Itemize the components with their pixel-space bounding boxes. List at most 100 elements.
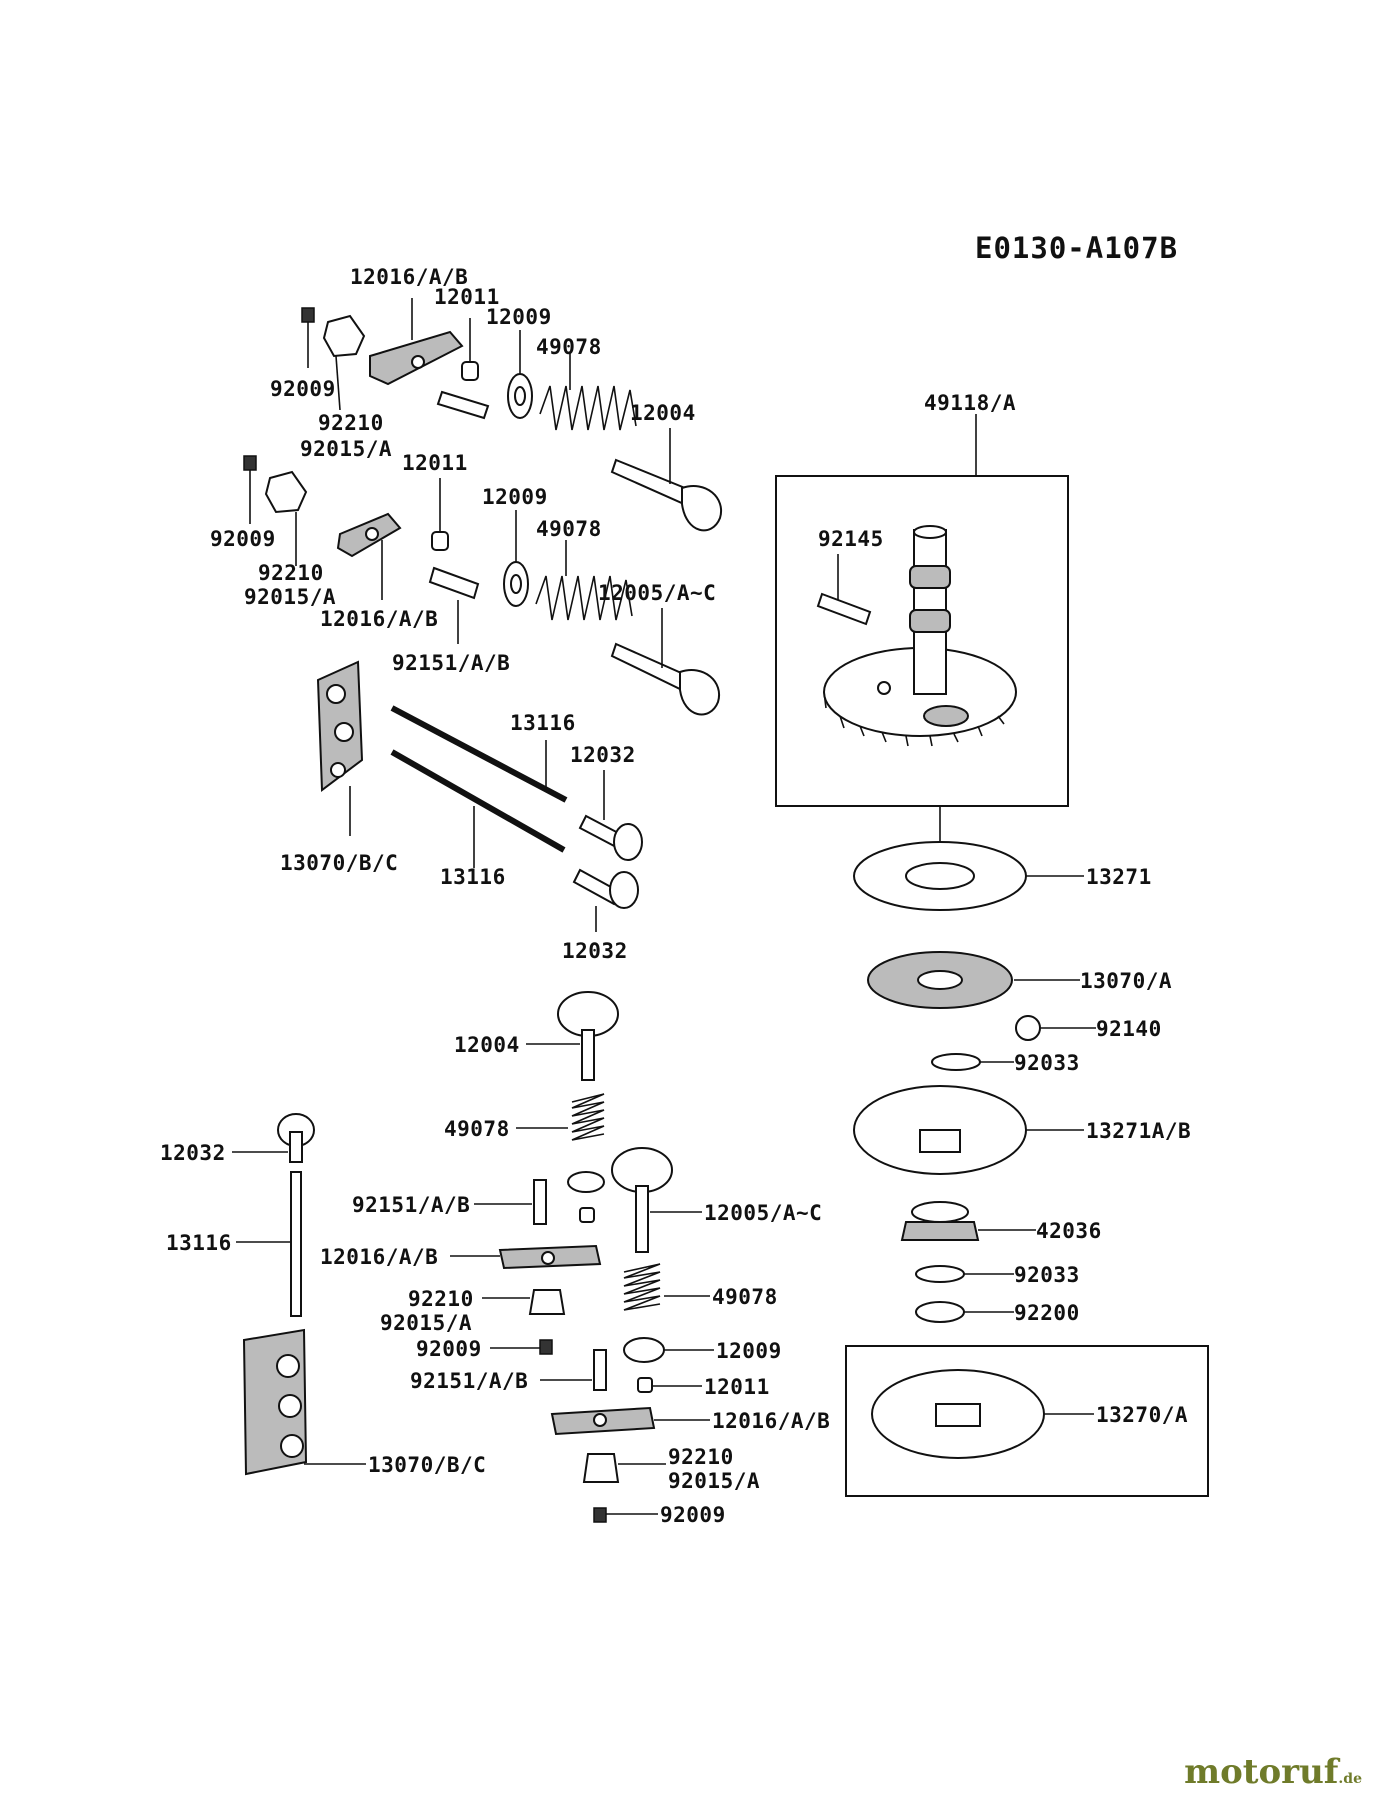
label-12016-c: 12016/A/B: [320, 1245, 438, 1269]
part-13116-b[interactable]: [390, 749, 566, 868]
part-92033-b[interactable]: [915, 1265, 1014, 1283]
label-13270: 13270/A: [1096, 1403, 1188, 1427]
label-12032-c: 12032: [160, 1141, 226, 1165]
part-92200[interactable]: [915, 1301, 1014, 1323]
part-13116-c[interactable]: [236, 1171, 302, 1317]
part-92151-d[interactable]: [540, 1349, 607, 1391]
part-12011-d[interactable]: [637, 1377, 702, 1393]
label-92200: 92200: [1014, 1301, 1080, 1325]
label-13070-a: 13070/A: [1080, 969, 1172, 993]
part-13116-a[interactable]: [390, 705, 568, 803]
label-12016-d: 12016/A/B: [712, 1409, 830, 1433]
part-12032-a[interactable]: [578, 770, 643, 861]
label-12011-c: 12011: [704, 1375, 770, 1399]
part-labels: 12016/A/B 12011 12009 49078 92009 92210 …: [160, 265, 1191, 1527]
label-49078-b: 49078: [536, 517, 602, 541]
label-92015-a: 92015/A: [300, 437, 392, 461]
label-92009-d: 92009: [660, 1503, 726, 1527]
label-92210-a: 92210: [318, 411, 384, 435]
part-12004-a[interactable]: [610, 428, 723, 532]
label-92140: 92140: [1096, 1017, 1162, 1041]
part-13070-bc-b[interactable]: [242, 1328, 366, 1476]
part-92151-stud-b[interactable]: [428, 566, 480, 644]
label-12011-b: 12011: [402, 451, 468, 475]
rocker-assembly-upper-2: [243, 455, 721, 716]
label-12009-c: 12009: [716, 1339, 782, 1363]
label-92210-c: 92210: [408, 1287, 474, 1311]
label-12032-b: 12032: [562, 939, 628, 963]
part-12011-a[interactable]: [461, 318, 479, 381]
part-92151-stud-a[interactable]: [436, 390, 490, 420]
label-13116-c: 13116: [166, 1231, 232, 1255]
part-12009-c[interactable]: [567, 1171, 605, 1193]
label-49078-c: 49078: [444, 1117, 510, 1141]
label-92015-b: 92015/A: [244, 585, 336, 609]
lower-center-assembly: [450, 991, 714, 1523]
label-12005-b: 12005/A~C: [704, 1201, 822, 1225]
part-92210-d[interactable]: [582, 1453, 666, 1483]
part-12009-b[interactable]: [503, 510, 529, 607]
part-49078-b[interactable]: [535, 540, 633, 621]
part-12009-a[interactable]: [507, 330, 533, 419]
part-92210-c[interactable]: [482, 1289, 566, 1315]
lower-left-assembly: [232, 1113, 366, 1476]
part-13271[interactable]: [853, 841, 1084, 911]
part-92210-a[interactable]: [322, 314, 366, 411]
part-49078-d[interactable]: [623, 1263, 710, 1311]
label-92145: 92145: [818, 527, 884, 551]
part-12016-c[interactable]: [450, 1244, 602, 1270]
rocker-assembly-upper-1: [301, 298, 723, 532]
part-12005-b[interactable]: [611, 1147, 702, 1253]
label-92009-c: 92009: [416, 1337, 482, 1361]
part-12032-b[interactable]: [572, 868, 639, 932]
part-12016-a[interactable]: [369, 298, 464, 386]
part-92145[interactable]: [816, 554, 872, 626]
part-13270-a[interactable]: [871, 1369, 1094, 1459]
label-49078-d: 49078: [712, 1285, 778, 1309]
label-12011-a: 12011: [434, 285, 500, 309]
part-49078-a[interactable]: [539, 352, 637, 431]
part-13271ab[interactable]: [853, 1085, 1084, 1175]
part-92009-b[interactable]: [243, 455, 257, 524]
camshaft-assembly: [775, 414, 1069, 866]
part-12011-c[interactable]: [579, 1207, 595, 1223]
part-92151-c[interactable]: [474, 1179, 547, 1225]
part-42036[interactable]: [900, 1201, 1036, 1241]
label-92015-c: 92015/A: [380, 1311, 472, 1335]
label-49118: 49118/A: [924, 391, 1016, 415]
label-49078-a: 49078: [536, 335, 602, 359]
part-12004-b[interactable]: [526, 991, 619, 1081]
watermark-brand: motoruf: [1184, 1752, 1339, 1792]
part-49078-c[interactable]: [516, 1093, 605, 1141]
diagram-code: E0130-A107B: [975, 231, 1178, 265]
label-13271: 13271: [1086, 865, 1152, 889]
part-12032-c[interactable]: [232, 1113, 315, 1163]
label-13070-bc-b: 13070/B/C: [368, 1453, 486, 1477]
watermark-suffix: .de: [1338, 1771, 1362, 1787]
label-13116-a: 13116: [510, 711, 576, 735]
part-49118-camshaft[interactable]: [823, 525, 1017, 747]
part-92033-a[interactable]: [931, 1053, 1014, 1071]
part-12016-d[interactable]: [550, 1406, 710, 1436]
label-12016-a: 12016/A/B: [350, 265, 468, 289]
label-92015-d: 92015/A: [668, 1469, 760, 1493]
part-12011-b[interactable]: [431, 478, 449, 551]
part-92009-d[interactable]: [593, 1507, 658, 1523]
label-92033-b: 92033: [1014, 1263, 1080, 1287]
label-92210-b: 92210: [258, 561, 324, 585]
label-92009-a: 92009: [270, 377, 336, 401]
part-92140[interactable]: [1015, 1015, 1096, 1041]
label-92151-c: 92151/A/B: [410, 1369, 528, 1393]
part-12005-a[interactable]: [610, 608, 721, 716]
part-92210-b[interactable]: [264, 470, 308, 566]
part-13070-bc-a[interactable]: [316, 660, 364, 836]
part-92009-c[interactable]: [490, 1339, 553, 1355]
part-12016-b[interactable]: [336, 512, 402, 600]
part-92009-a[interactable]: [301, 307, 315, 368]
label-12009-a: 12009: [486, 305, 552, 329]
label-92033-a: 92033: [1014, 1051, 1080, 1075]
part-13070-a[interactable]: [867, 951, 1080, 1009]
part-12009-d[interactable]: [623, 1337, 714, 1363]
label-12004-a: 12004: [630, 401, 696, 425]
